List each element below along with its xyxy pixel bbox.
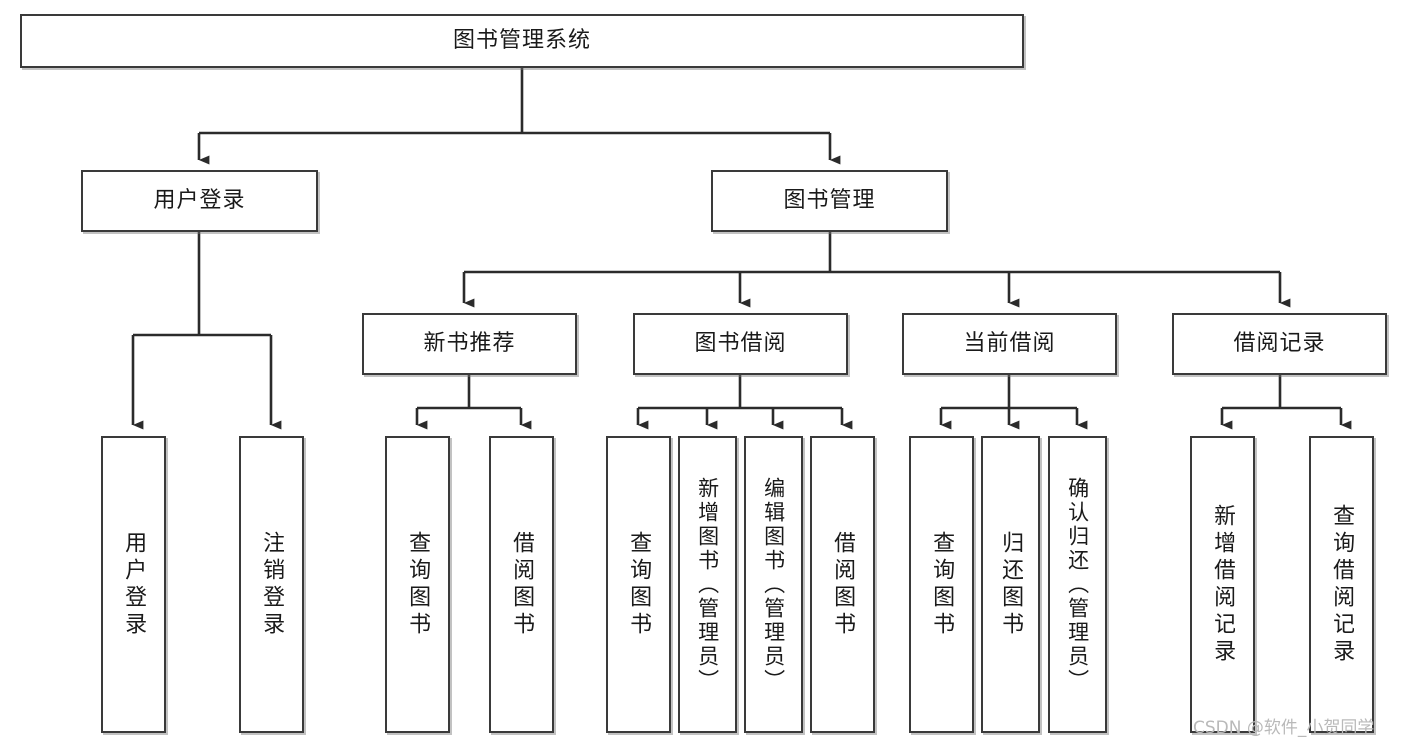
node-leaf-borrow-book-2[interactable]: 借阅图书 bbox=[810, 436, 875, 733]
node-leaf-query-book-3-label: 查询图书 bbox=[929, 530, 955, 639]
node-current-borrow[interactable]: 当前借阅 bbox=[902, 313, 1117, 375]
node-leaf-query-record[interactable]: 查询借阅记录 bbox=[1309, 436, 1374, 733]
node-root-label: 图书管理系统 bbox=[452, 28, 591, 54]
node-leaf-confirm-return[interactable]: 确认归还（管理员） bbox=[1048, 436, 1107, 733]
node-leaf-borrow-book-1[interactable]: 借阅图书 bbox=[489, 436, 554, 733]
node-leaf-user-login[interactable]: 用户登录 bbox=[101, 436, 166, 733]
node-leaf-confirm-return-label: 确认归还（管理员） bbox=[1065, 476, 1090, 693]
node-new-book-rec-label: 新书推荐 bbox=[423, 331, 516, 357]
node-new-book-rec[interactable]: 新书推荐 bbox=[362, 313, 577, 375]
node-book-manage-label: 图书管理 bbox=[783, 188, 876, 214]
node-book-manage[interactable]: 图书管理 bbox=[711, 170, 948, 232]
node-user-login-label: 用户登录 bbox=[153, 188, 246, 214]
node-leaf-query-book-2-label: 查询图书 bbox=[626, 530, 652, 639]
node-leaf-return-book-label: 归还图书 bbox=[998, 530, 1024, 639]
node-leaf-edit-book[interactable]: 编辑图书（管理员） bbox=[744, 436, 803, 733]
node-leaf-add-book[interactable]: 新增图书（管理员） bbox=[678, 436, 737, 733]
node-leaf-query-book-1-label: 查询图书 bbox=[405, 530, 431, 639]
node-leaf-user-login-label: 用户登录 bbox=[121, 530, 147, 639]
node-book-borrow[interactable]: 图书借阅 bbox=[633, 313, 848, 375]
node-root[interactable]: 图书管理系统 bbox=[20, 14, 1024, 68]
watermark-text: CSDN @软件_小贺同学 bbox=[1193, 718, 1375, 738]
node-leaf-add-record-label: 新增借阅记录 bbox=[1210, 503, 1236, 666]
node-leaf-add-record[interactable]: 新增借阅记录 bbox=[1190, 436, 1255, 733]
node-borrow-record[interactable]: 借阅记录 bbox=[1172, 313, 1387, 375]
node-leaf-query-book-3[interactable]: 查询图书 bbox=[909, 436, 974, 733]
node-leaf-borrow-book-2-label: 借阅图书 bbox=[830, 530, 856, 639]
node-borrow-record-label: 借阅记录 bbox=[1233, 331, 1326, 357]
node-leaf-query-book-2[interactable]: 查询图书 bbox=[606, 436, 671, 733]
node-leaf-logout-label: 注销登录 bbox=[259, 530, 285, 639]
node-leaf-logout[interactable]: 注销登录 bbox=[239, 436, 304, 733]
node-book-borrow-label: 图书借阅 bbox=[694, 331, 787, 357]
node-leaf-return-book[interactable]: 归还图书 bbox=[981, 436, 1040, 733]
node-leaf-edit-book-label: 编辑图书（管理员） bbox=[761, 476, 786, 693]
node-leaf-query-book-1[interactable]: 查询图书 bbox=[385, 436, 450, 733]
node-leaf-add-book-label: 新增图书（管理员） bbox=[695, 476, 720, 693]
node-user-login[interactable]: 用户登录 bbox=[81, 170, 318, 232]
node-leaf-borrow-book-1-label: 借阅图书 bbox=[509, 530, 535, 639]
node-leaf-query-record-label: 查询借阅记录 bbox=[1329, 503, 1355, 666]
node-current-borrow-label: 当前借阅 bbox=[963, 331, 1056, 357]
